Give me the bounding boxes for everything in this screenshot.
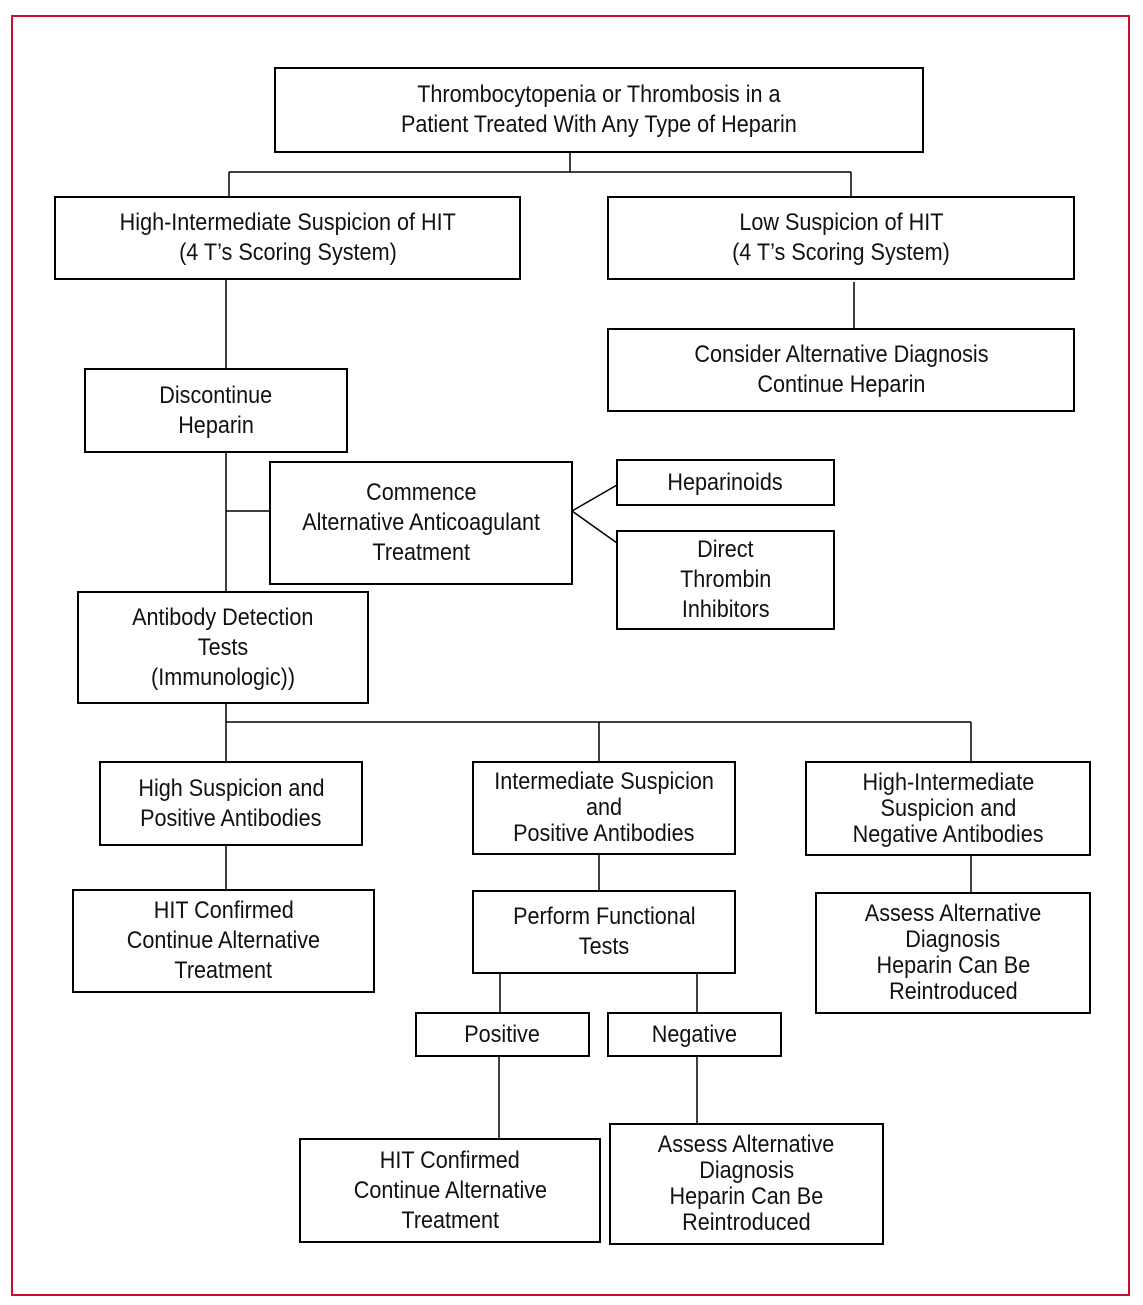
- high-int-negative-line-1: High-Intermediate: [862, 768, 1034, 796]
- high-intermediate-suspicion-line-2: (4 T’s Scoring System): [178, 239, 397, 266]
- discontinue-heparin-box: Discontinue Heparin: [84, 368, 348, 453]
- assess-alt-2-line-2: Diagnosis: [699, 1157, 794, 1184]
- direct-thrombin-line-3: Inhibitors: [681, 596, 770, 623]
- consider-alternative-line-2: Continue Heparin: [756, 371, 926, 398]
- hit-confirmed-1-line-1: HIT Confirmed: [153, 897, 294, 924]
- hit-confirmed-1-line-2: Continue Alternative: [126, 927, 321, 954]
- assess-alternative-box-2: Assess Alternative Diagnosis Heparin Can…: [609, 1123, 884, 1245]
- antibody-detection-box: Antibody Detection Tests (Immunologic)): [77, 591, 369, 704]
- start-condition-box: Thrombocytopenia or Thrombosis in a Pati…: [274, 67, 924, 153]
- consider-alternative-line-1: Consider Alternative Diagnosis: [693, 341, 989, 368]
- direct-thrombin-inhibitors-box: Direct Thrombin Inhibitors: [616, 530, 835, 630]
- direct-thrombin-line-1: Direct: [697, 536, 754, 563]
- functional-tests-box: Perform Functional Tests: [472, 890, 736, 974]
- hit-confirmed-2-line-2: Continue Alternative: [353, 1176, 547, 1204]
- direct-thrombin-line-2: Thrombin: [679, 566, 772, 593]
- intermediate-suspicion-positive-box: Intermediate Suspicion and Positive Anti…: [472, 761, 736, 855]
- functional-tests-line-1: Perform Functional: [512, 903, 696, 930]
- hit-confirmed-1-line-3: Treatment: [174, 957, 273, 984]
- hit-confirmed-box-1: HIT Confirmed Continue Alternative Treat…: [72, 889, 375, 993]
- commence-alternative-line-2: Alternative Anticoagulant: [302, 509, 540, 536]
- assess-alt-1-line-4: Reintroduced: [888, 978, 1018, 1005]
- commence-alternative-line-3: Treatment: [372, 539, 470, 566]
- heparinoids-label: Heparinoids: [667, 468, 784, 496]
- start-condition-line-1: Thrombocytopenia or Thrombosis in a: [417, 81, 781, 108]
- high-intermediate-suspicion-line-1: High-Intermediate Suspicion of HIT: [119, 209, 456, 236]
- negative-result-box: Negative: [607, 1012, 782, 1057]
- assess-alt-1-line-3: Heparin Can Be: [876, 952, 1030, 979]
- assess-alt-1-line-2: Diagnosis: [905, 926, 1001, 953]
- negative-label: Negative: [651, 1020, 738, 1048]
- high-int-negative-line-3: Negative Antibodies: [852, 820, 1044, 848]
- start-condition-line-2: Patient Treated With Any Type of Heparin: [401, 111, 797, 138]
- antibody-detection-line-1: Antibody Detection: [132, 603, 314, 631]
- positive-label: Positive: [464, 1020, 541, 1048]
- functional-tests-line-2: Tests: [578, 933, 630, 960]
- assess-alt-2-line-3: Heparin Can Be: [669, 1183, 824, 1210]
- high-intermediate-negative-box: High-Intermediate Suspicion and Negative…: [805, 761, 1091, 856]
- intermediate-positive-line-2: and: [585, 794, 623, 821]
- hit-confirmed-2-line-3: Treatment: [401, 1206, 499, 1234]
- heparinoids-box: Heparinoids: [616, 459, 835, 506]
- intermediate-positive-line-3: Positive Antibodies: [513, 820, 695, 847]
- high-suspicion-positive-line-1: High Suspicion and: [137, 774, 325, 802]
- high-int-negative-line-2: Suspicion and: [880, 794, 1016, 822]
- antibody-detection-line-3: (Immunologic)): [150, 663, 296, 691]
- assess-alt-2-line-4: Reintroduced: [682, 1209, 811, 1236]
- intermediate-positive-line-1: Intermediate Suspicion: [494, 768, 714, 795]
- positive-result-box: Positive: [415, 1012, 590, 1057]
- commence-alternative-line-1: Commence: [365, 479, 477, 506]
- high-intermediate-suspicion-box: High-Intermediate Suspicion of HIT (4 T’…: [54, 196, 521, 280]
- low-suspicion-line-2: (4 T’s Scoring System): [732, 239, 950, 266]
- assess-alternative-box-1: Assess Alternative Diagnosis Heparin Can…: [815, 892, 1091, 1014]
- diagram-frame: [11, 15, 1130, 1296]
- low-suspicion-box: Low Suspicion of HIT (4 T’s Scoring Syst…: [607, 196, 1075, 280]
- assess-alt-1-line-1: Assess Alternative: [864, 900, 1042, 927]
- hit-confirmed-box-2: HIT Confirmed Continue Alternative Treat…: [299, 1138, 601, 1243]
- high-suspicion-positive-box: High Suspicion and Positive Antibodies: [99, 761, 363, 846]
- hit-confirmed-2-line-1: HIT Confirmed: [379, 1146, 521, 1174]
- consider-alternative-box: Consider Alternative Diagnosis Continue …: [607, 328, 1075, 412]
- assess-alt-2-line-1: Assess Alternative: [658, 1131, 835, 1158]
- high-suspicion-positive-line-2: Positive Antibodies: [140, 804, 322, 832]
- commence-alternative-box: Commence Alternative Anticoagulant Treat…: [269, 461, 573, 585]
- low-suspicion-line-1: Low Suspicion of HIT: [738, 209, 944, 236]
- discontinue-heparin-line-1: Discontinue: [159, 381, 273, 409]
- antibody-detection-line-2: Tests: [197, 633, 249, 661]
- discontinue-heparin-line-2: Heparin: [178, 411, 254, 439]
